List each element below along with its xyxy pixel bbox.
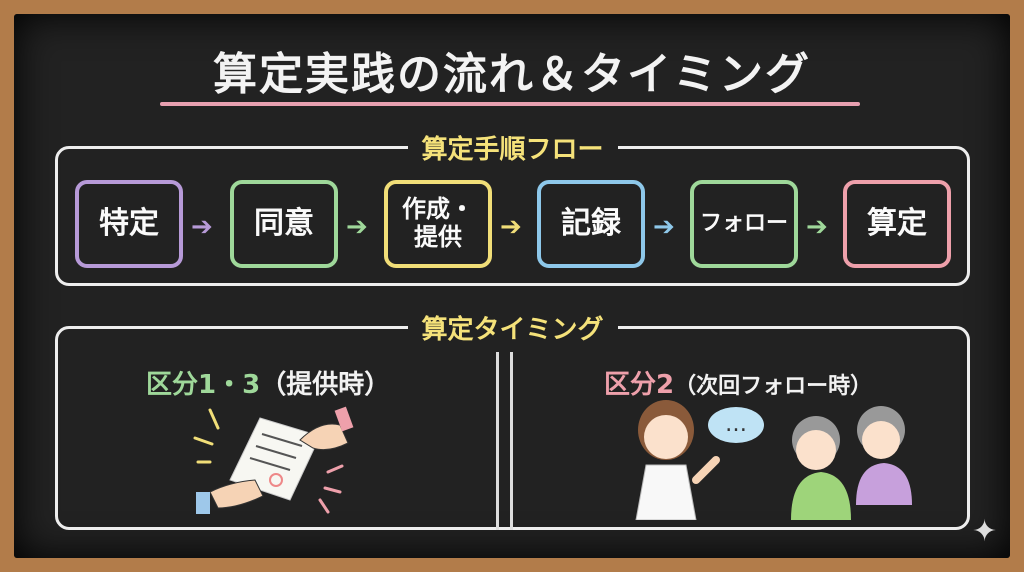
arrow-icon: ➔ [500,212,522,242]
left-category: 区分1・3 [146,370,261,400]
speech-bubble [708,407,764,443]
flow-step: 算定 [843,180,951,268]
timing-label: 算定タイミング [407,309,618,346]
divider [496,352,499,530]
arrow-icon: ➔ [653,212,675,242]
pharmacist-face [644,415,688,459]
pharmacist-patients-illustration: … [635,400,912,520]
arrow-icon: ➔ [191,212,213,242]
speech-text: … [725,412,747,437]
arrow-icon: ➔ [806,212,828,242]
divider [510,352,513,530]
title-underline [160,102,860,106]
right-when: （次回フォロー時） [674,374,873,399]
arrow-icon: ➔ [346,212,368,242]
document-handover-illustration [193,406,354,514]
flow-label: 算定手順フロー [407,129,618,166]
left-when: （提供時） [260,370,391,400]
flow-step: 同意 [230,180,338,268]
flow-step: 特定 [75,180,183,268]
flow-step: 記録 [537,180,645,268]
left-heading: 区分1・3（提供時） [146,364,390,401]
sparkle-icon: ✦ [972,514,998,549]
right-heading: 区分2（次回フォロー時） [604,364,872,401]
page-title: 算定実践の流れ＆タイミング [213,49,811,100]
flow-step-label: 特定 [99,205,159,241]
flow-step-label: 算定 [867,205,927,241]
flow-step-label: フォロー [699,211,788,237]
flow-section: 算定手順フロー [55,129,970,286]
flow-step: 作成・提供 [384,180,492,268]
right-category: 区分2 [604,370,675,400]
flow-step-label: 記録 [561,205,621,241]
flow-step-label: 作成・提供 [402,195,474,251]
flow-step-label: 同意 [254,205,314,241]
flow-step: フォロー [690,180,798,268]
